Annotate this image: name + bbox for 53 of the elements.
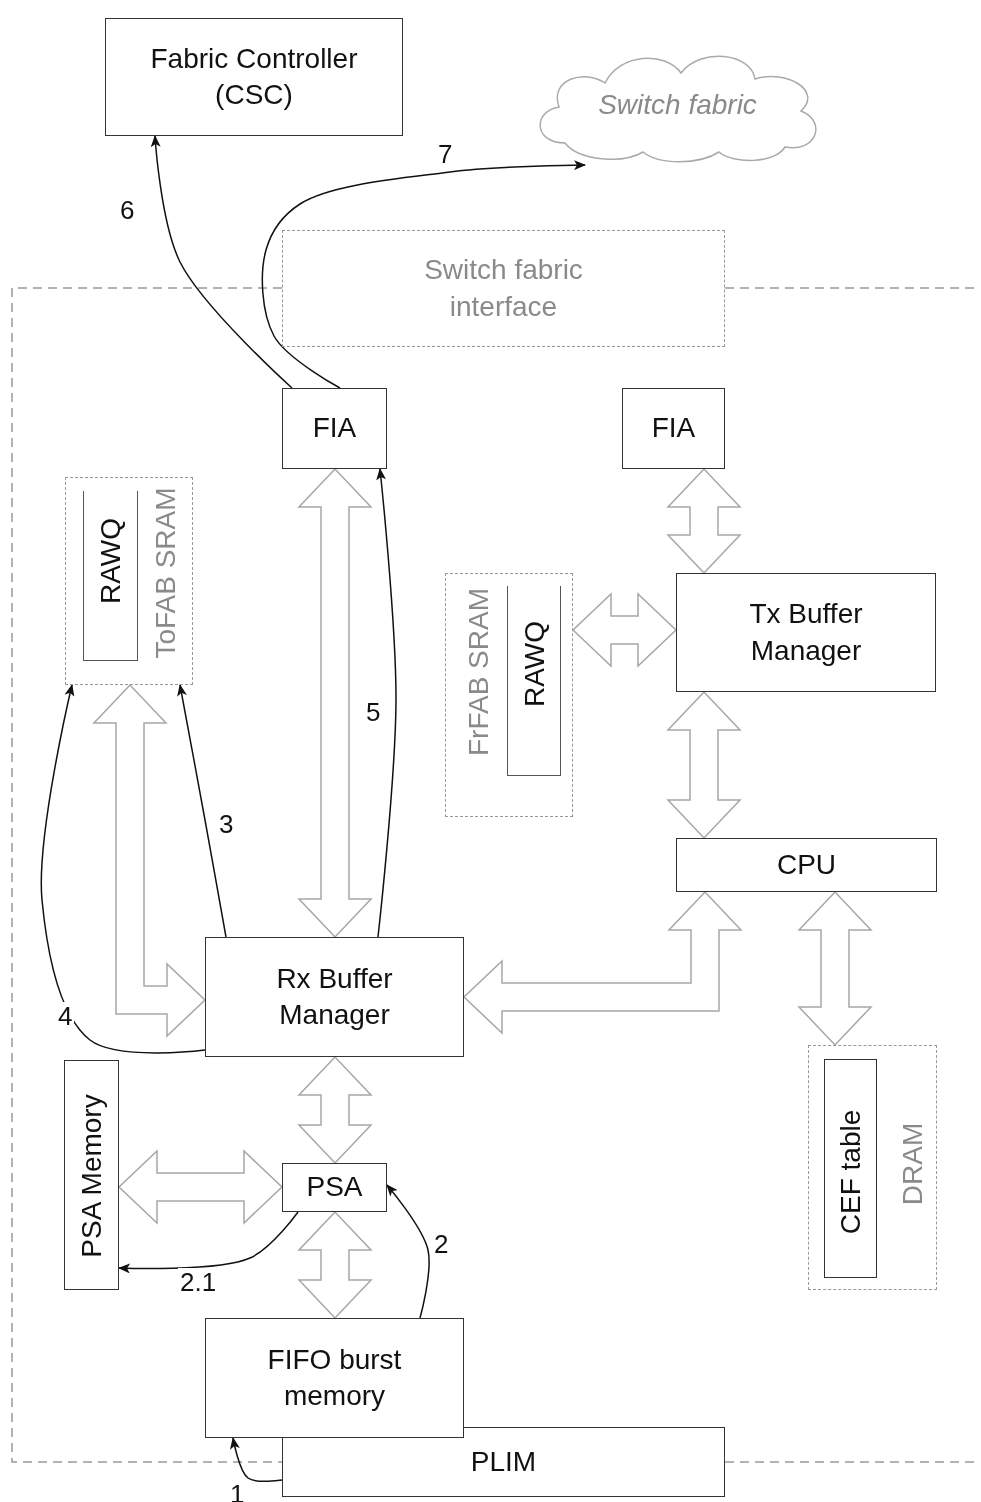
queue-box — [507, 586, 561, 776]
double-arrow — [117, 1149, 284, 1225]
arrow — [40, 684, 206, 1054]
component-label: PSA Memory — [74, 1094, 108, 1258]
double-arrow — [297, 467, 373, 939]
component-label: PLIM — [470, 1444, 537, 1479]
component-label: Rx Buffer Manager — [275, 961, 394, 1032]
double-arrow — [297, 1055, 373, 1165]
interface-region — [282, 230, 725, 347]
component-label: FIA — [651, 411, 696, 446]
component-label: PSA — [306, 1170, 363, 1205]
arrow — [230, 1437, 283, 1483]
component-box — [824, 1059, 877, 1278]
cloud-label: Switch fabric — [598, 87, 757, 122]
component-label: RAWQ — [517, 620, 551, 708]
double-arrow — [797, 890, 873, 1047]
component-box — [64, 1060, 119, 1290]
arrow — [118, 1211, 299, 1274]
arrow — [376, 468, 397, 938]
double-arrow — [462, 890, 743, 1035]
component-box — [205, 937, 464, 1057]
arrow — [261, 160, 586, 389]
arrow — [386, 1184, 430, 1319]
region-label: Switch fabric interface — [423, 253, 584, 324]
component-box — [622, 388, 725, 469]
region-label: DRAM — [895, 1122, 929, 1206]
memory-region — [445, 573, 573, 817]
double-arrow — [666, 690, 742, 840]
component-label: CPU — [776, 847, 837, 882]
memory-region — [808, 1045, 937, 1290]
region-label: FrFAB SRAM — [461, 588, 495, 756]
double-arrow — [297, 1210, 373, 1320]
double-arrow — [666, 467, 742, 575]
arrow — [177, 684, 227, 938]
component-box — [282, 388, 387, 469]
memory-region — [65, 477, 193, 685]
component-box — [105, 18, 403, 136]
region-label: ToFAB SRAM — [148, 487, 182, 659]
component-box — [282, 1163, 387, 1212]
component-box — [205, 1318, 464, 1438]
component-box — [676, 573, 936, 692]
component-label: FIFO burst memory — [266, 1342, 403, 1413]
arrow — [150, 135, 293, 389]
component-box — [676, 838, 937, 892]
component-label: FIA — [312, 411, 357, 446]
component-label: Tx Buffer Manager — [748, 597, 864, 668]
double-arrow — [571, 592, 678, 668]
component-label: CEF table — [833, 1109, 867, 1235]
component-label: Fabric Controller (CSC) — [149, 41, 359, 112]
component-box — [282, 1427, 725, 1497]
double-arrow — [92, 683, 207, 1038]
component-label: RAWQ — [93, 517, 127, 605]
queue-box — [83, 491, 138, 661]
